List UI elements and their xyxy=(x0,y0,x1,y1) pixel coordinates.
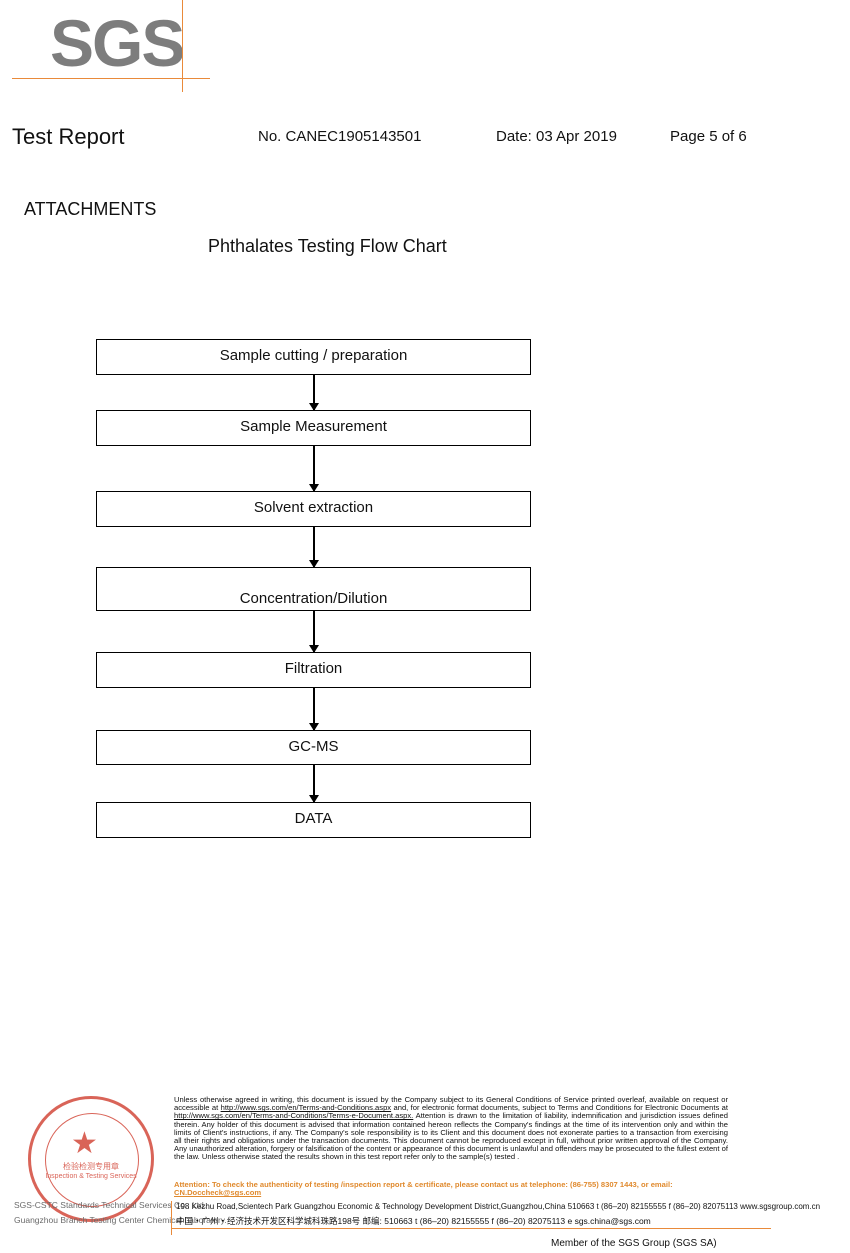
disclaimer-text: Unless otherwise agreed in writing, this… xyxy=(174,1095,728,1113)
flow-arrow xyxy=(309,446,319,492)
seal-star-icon: ★ xyxy=(71,1127,98,1160)
sgs-logo: SGS xyxy=(50,6,185,80)
address-chinese: 中国・广州・经济技术开发区科学城科珠路198号 邮编: 510663 t (86… xyxy=(176,1216,651,1226)
seal-sub-text: Inspection & Testing Services xyxy=(45,1173,137,1180)
flow-step-gc-ms: GC-MS xyxy=(96,730,531,765)
flow-step-filtration: Filtration xyxy=(96,652,531,688)
flowchart-title: Phthalates Testing Flow Chart xyxy=(208,236,447,256)
report-title: Test Report xyxy=(12,124,125,149)
member-statement: Member of the SGS Group (SGS SA) xyxy=(551,1238,717,1249)
logo-divider-vertical xyxy=(182,0,183,92)
terms-link[interactable]: http://www.sgs.com/en/Terms-and-Conditio… xyxy=(220,1103,392,1113)
flow-step-concentration-dilution: Concentration/Dilution xyxy=(96,567,531,611)
flow-step-sample-measurement: Sample Measurement xyxy=(96,410,531,446)
logo-divider-horizontal xyxy=(12,78,210,79)
seal-inner-ring xyxy=(45,1113,139,1207)
flow-step-sample-cutting: Sample cutting / preparation xyxy=(96,339,531,375)
seal-center-text: 检验检测专用章 xyxy=(63,1162,119,1171)
flow-arrow xyxy=(309,765,319,803)
authenticity-notice: Attention: To check the authenticity of … xyxy=(174,1180,734,1198)
section-heading: ATTACHMENTS xyxy=(24,199,157,219)
company-seal-stamp: ★ 检验检测专用章 Inspection & Testing Services xyxy=(28,1096,154,1222)
flow-arrow xyxy=(309,688,319,731)
flow-step-solvent-extraction: Solvent extraction xyxy=(96,491,531,527)
address-english: 198 Kezhu Road,Scientech Park Guangzhou … xyxy=(176,1202,821,1211)
disclaimer-text: Attention is drawn to the limitation of … xyxy=(174,1111,728,1162)
flow-arrow xyxy=(309,527,319,568)
report-number: No. CANEC1905143501 xyxy=(258,128,422,145)
attention-text: Attention: To check the authenticity of … xyxy=(174,1180,673,1189)
disclaimer-text: and, for electronic format documents, su… xyxy=(391,1103,729,1113)
lab-branch: Guangzhou Branch Testing Center Chemical… xyxy=(14,1215,227,1225)
legal-disclaimer: Unless otherwise agreed in writing, this… xyxy=(174,1095,729,1162)
flow-step-data: DATA xyxy=(96,802,531,838)
report-date: Date: 03 Apr 2019 xyxy=(496,128,617,145)
address-divider-vertical xyxy=(171,1201,172,1235)
flow-arrow xyxy=(309,611,319,653)
lab-name: SGS-CSTC Standards Technical Services Co… xyxy=(14,1200,207,1210)
address-divider-horizontal xyxy=(171,1228,771,1229)
page-indicator: Page 5 of 6 xyxy=(670,128,747,145)
e-document-terms-link[interactable]: http://www.sgs.com/en/Terms-and-Conditio… xyxy=(174,1111,414,1121)
doccheck-email-link[interactable]: CN.Doccheck@sgs.com xyxy=(174,1188,262,1198)
flow-arrow xyxy=(309,375,319,411)
